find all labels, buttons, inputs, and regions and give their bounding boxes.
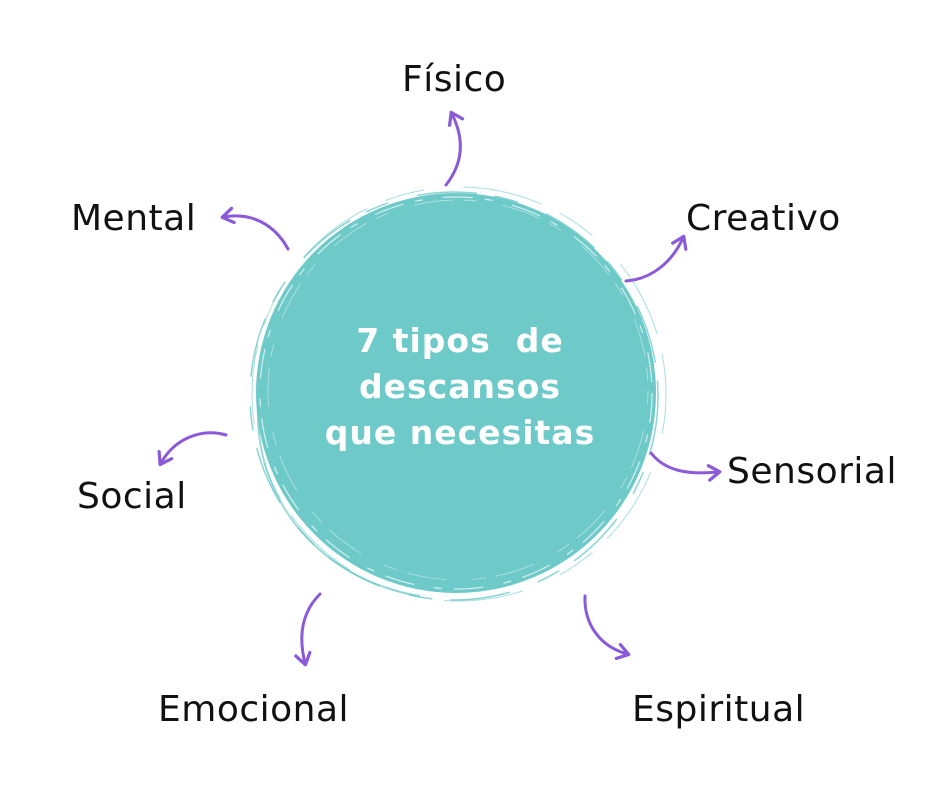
center-title-line-1: 7 tipos de	[356, 321, 564, 360]
node-label-fisico: Físico	[402, 59, 507, 100]
center-title: 7 tipos de descansos que necesitas	[290, 318, 630, 456]
center-title-line-3: que necesitas	[324, 413, 596, 452]
arrow-creativo-icon	[624, 234, 688, 283]
arrow-mental-icon	[220, 206, 290, 251]
node-label-creativo: Creativo	[686, 198, 841, 239]
node-label-emocional: Emocional	[158, 689, 350, 730]
arrow-sensorial-icon	[649, 451, 722, 482]
center-title-line-2: descansos	[359, 367, 561, 406]
arrow-social-icon	[157, 431, 228, 467]
node-label-espiritual: Espiritual	[632, 689, 806, 730]
arrow-emocional-icon	[294, 592, 322, 667]
node-label-social: Social	[77, 476, 187, 517]
node-label-mental: Mental	[71, 198, 197, 239]
node-label-sensorial: Sensorial	[727, 451, 897, 492]
arrow-fisico-icon	[444, 110, 465, 187]
arrow-espiritual-icon	[583, 594, 631, 661]
center-circle	[249, 186, 667, 602]
